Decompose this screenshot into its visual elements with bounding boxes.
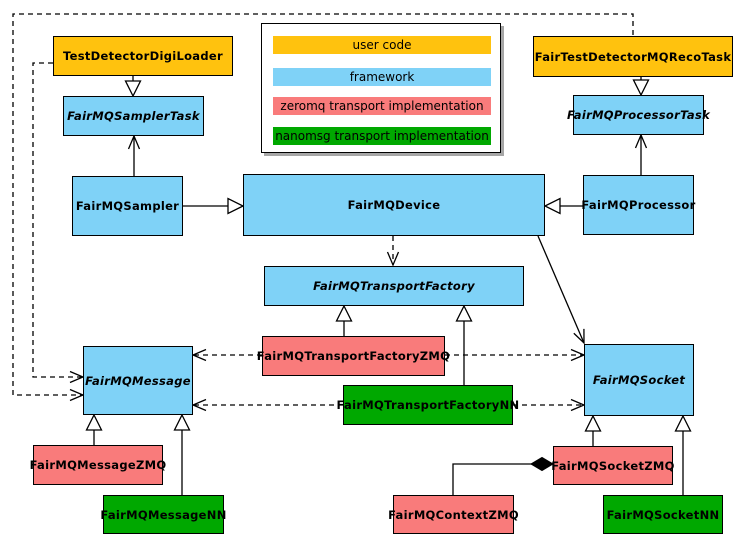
edge-generalization-FairMQSocketZMQ-to-FairMQSocket (584, 414, 602, 446)
node-FairMQMessage: FairMQMessage (83, 346, 193, 415)
edge-association-FairMQDevice-to-FairMQSocket (537, 235, 585, 345)
node-label: FairMQProcessorTask (566, 108, 711, 122)
edge-dependency-FairMQTransportFactoryZMQ-to-FairMQSocket (445, 348, 586, 362)
node-FairMQDevice: FairMQDevice (243, 174, 545, 236)
edge-dependency-FairMQTransportFactoryZMQ-to-FairMQMessage (191, 348, 262, 362)
edge-generalization-FairMQTransportFactoryNN-to-FairMQTransportFactory (455, 304, 473, 385)
node-FairMQTransportFactoryZMQ: FairMQTransportFactoryZMQ (257, 336, 450, 376)
edge-dependency-FairMQTransportFactoryNN-to-FairMQSocket (513, 398, 586, 412)
edge-association-FairMQProcessor-to-FairMQProcessorTask (634, 133, 648, 175)
edge-generalization-FairMQMessageNN-to-FairMQMessage (173, 413, 191, 495)
node-TestDetectorDigiLoader: TestDetectorDigiLoader (53, 36, 233, 76)
legend-item-3: nanomsg transport implementation (273, 127, 491, 145)
node-label: FairMQProcessor (581, 198, 696, 212)
node-label: FairMQSocket (592, 373, 686, 387)
node-FairMQProcessor: FairMQProcessor (581, 175, 696, 235)
node-label: FairMQTransportFactory (313, 279, 475, 293)
node-label: FairMQSamplerTask (67, 109, 200, 123)
legend-item-0: user code (273, 36, 491, 54)
node-FairMQTransportFactory: FairMQTransportFactory (264, 266, 524, 306)
edge-generalization-FairMQMessageZMQ-to-FairMQMessage (85, 413, 103, 445)
node-FairMQProcessorTask: FairMQProcessorTask (567, 95, 710, 135)
node-FairMQSocketNN: FairMQSocketNN (603, 495, 723, 534)
node-label: FairMQSocketZMQ (551, 458, 675, 473)
node-label: FairMQSocketNN (606, 507, 720, 522)
node-FairMQSocketZMQ: FairMQSocketZMQ (551, 446, 675, 485)
legend-item-2: zeromq transport implementation (273, 97, 491, 115)
edge-generalization-FairMQTransportFactoryZMQ-to-FairMQTransportFactory (335, 304, 353, 336)
node-FairMQSampler: FairMQSampler (72, 176, 183, 236)
node-FairMQSamplerTask: FairMQSamplerTask (63, 96, 204, 136)
node-label: FairTestDetectorMQRecoTask (534, 49, 732, 64)
node-label: FairMQMessageZMQ (29, 458, 167, 472)
legend-item-1: framework (273, 68, 491, 86)
edge-composition-FairMQContextZMQ-to-FairMQSocketZMQ (452, 456, 554, 495)
node-FairMQMessageZMQ: FairMQMessageZMQ (30, 445, 166, 485)
node-FairMQContextZMQ: FairMQContextZMQ (388, 495, 519, 534)
node-label: FairMQDevice (347, 198, 441, 212)
node-label: FairMQMessageNN (100, 507, 227, 522)
node-FairMQSocket: FairMQSocket (584, 344, 694, 416)
node-label: FairMQSampler (75, 199, 180, 213)
node-label: FairMQTransportFactoryZMQ (256, 349, 451, 363)
node-FairTestDetectorMQRecoTask: FairTestDetectorMQRecoTask (533, 36, 733, 77)
node-FairMQMessageNN: FairMQMessageNN (100, 495, 227, 534)
legend: user code framework zeromq transport imple… (261, 23, 501, 153)
edge-generalization-TestDetectorDigiLoader-to-FairMQSamplerTask (124, 76, 142, 98)
edge-generalization-FairMQSocketNN-to-FairMQSocket (674, 414, 692, 495)
node-label: TestDetectorDigiLoader (63, 49, 223, 63)
edge-association-FairMQSampler-to-FairMQSamplerTask (127, 134, 141, 176)
edge-generalization-FairMQProcessor-to-FairMQDevice (543, 197, 583, 215)
node-FairMQTransportFactoryNN: FairMQTransportFactoryNN (337, 385, 519, 425)
edge-generalization-FairTestDetectorMQRecoTask-to-FairMQProcessorTask (632, 77, 650, 97)
node-label: FairMQTransportFactoryNN (336, 398, 520, 412)
node-label: FairMQContextZMQ (388, 507, 519, 522)
node-label: FairMQMessage (85, 373, 191, 388)
edge-dependency-FairMQDevice-to-FairMQTransportFactory (386, 236, 400, 267)
edge-dependency-FairMQTransportFactoryNN-to-FairMQMessage (191, 398, 343, 412)
edge-generalization-FairMQSampler-to-FairMQDevice (183, 197, 245, 215)
